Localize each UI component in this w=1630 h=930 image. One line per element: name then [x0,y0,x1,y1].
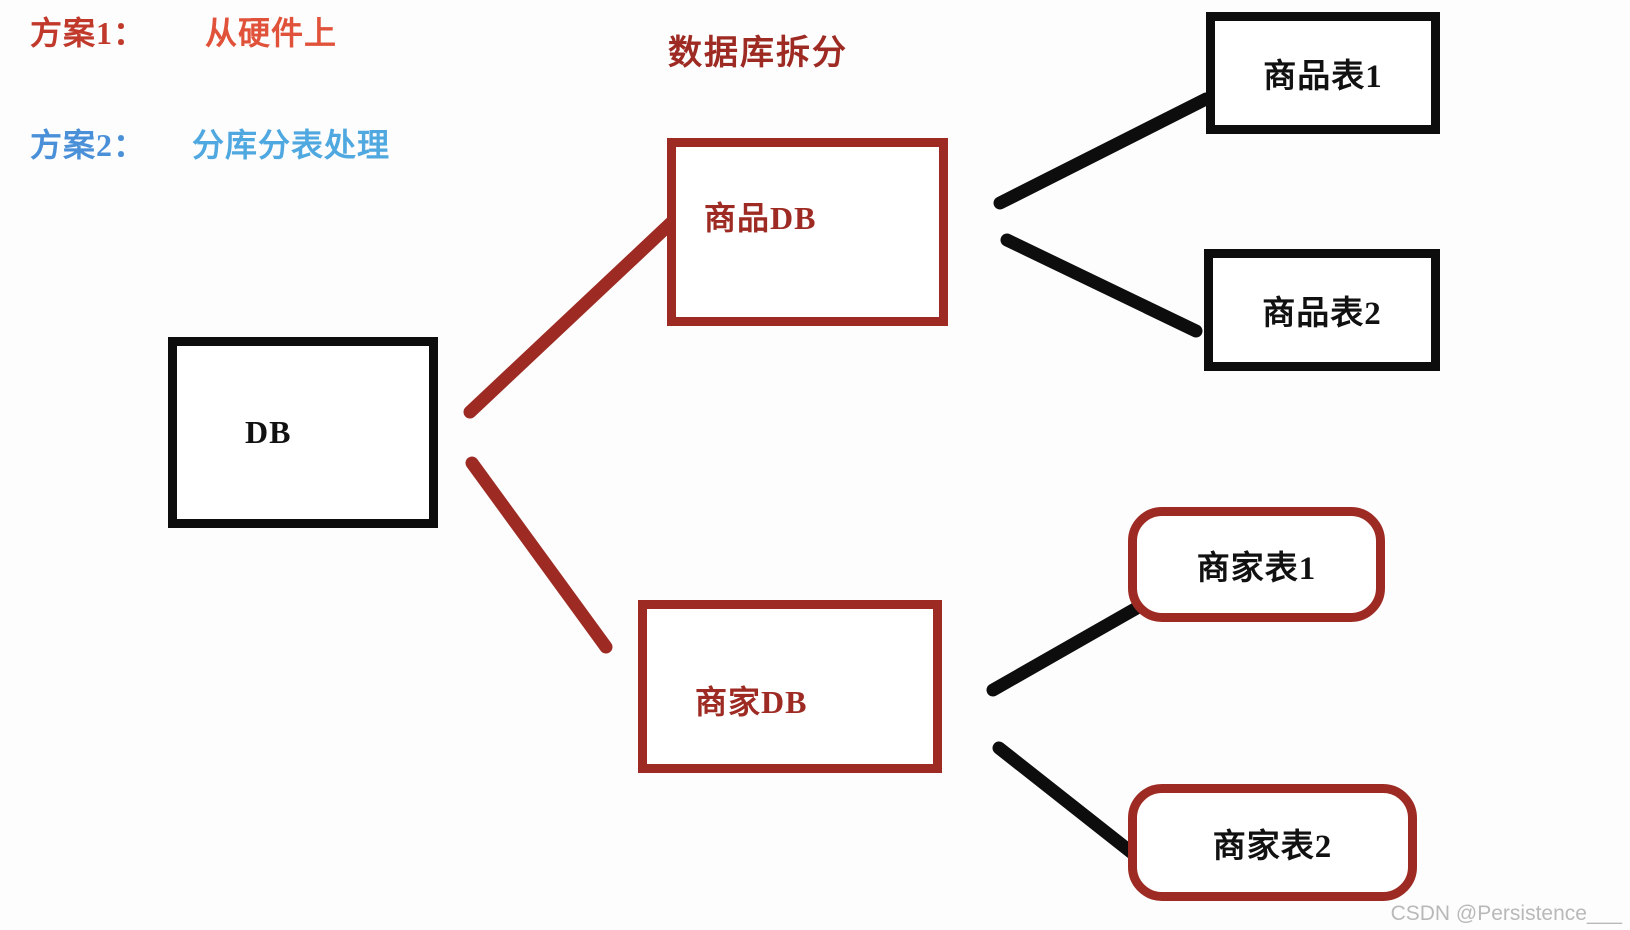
node-seller-table-1[interactable]: 商家表1 [1128,507,1385,622]
node-seller-table-2-label: 商家表2 [1212,828,1333,865]
edge-db-to-seller-db [465,456,613,654]
edge-goods-db-to-goods-t1 [993,92,1213,210]
node-goods-table-1-label: 商品表1 [1263,59,1383,95]
node-goods-table-2[interactable]: 商品表2 [1204,249,1440,371]
edge-db-to-goods-db [463,215,679,419]
node-seller-db-label: 商家DB [695,684,808,720]
node-goods-table-2-label: 商品表2 [1262,296,1382,332]
node-seller-db[interactable]: 商家DB [638,600,942,773]
plan-2-value: 分库分表处理 [192,127,391,163]
diagram-title: 数据库拆分 [668,35,848,72]
node-db-label: DB [245,414,292,450]
edge-goods-db-to-goods-t2 [1000,233,1203,338]
node-goods-db-label: 商品DB [704,200,817,236]
plan-1-value: 从硬件上 [205,15,338,51]
node-goods-table-1[interactable]: 商品表1 [1206,12,1440,134]
node-goods-db[interactable]: 商品DB [667,138,948,326]
node-seller-table-1-label: 商家表1 [1196,550,1317,587]
edge-seller-db-to-seller-t2 [992,741,1143,863]
node-seller-table-2[interactable]: 商家表2 [1128,784,1417,901]
csdn-watermark: CSDN @Persistence___ [1390,902,1622,925]
node-db[interactable]: DB [168,337,438,528]
plan-2-key: 方案2： [30,127,147,163]
plan-1-key: 方案1： [30,15,147,51]
